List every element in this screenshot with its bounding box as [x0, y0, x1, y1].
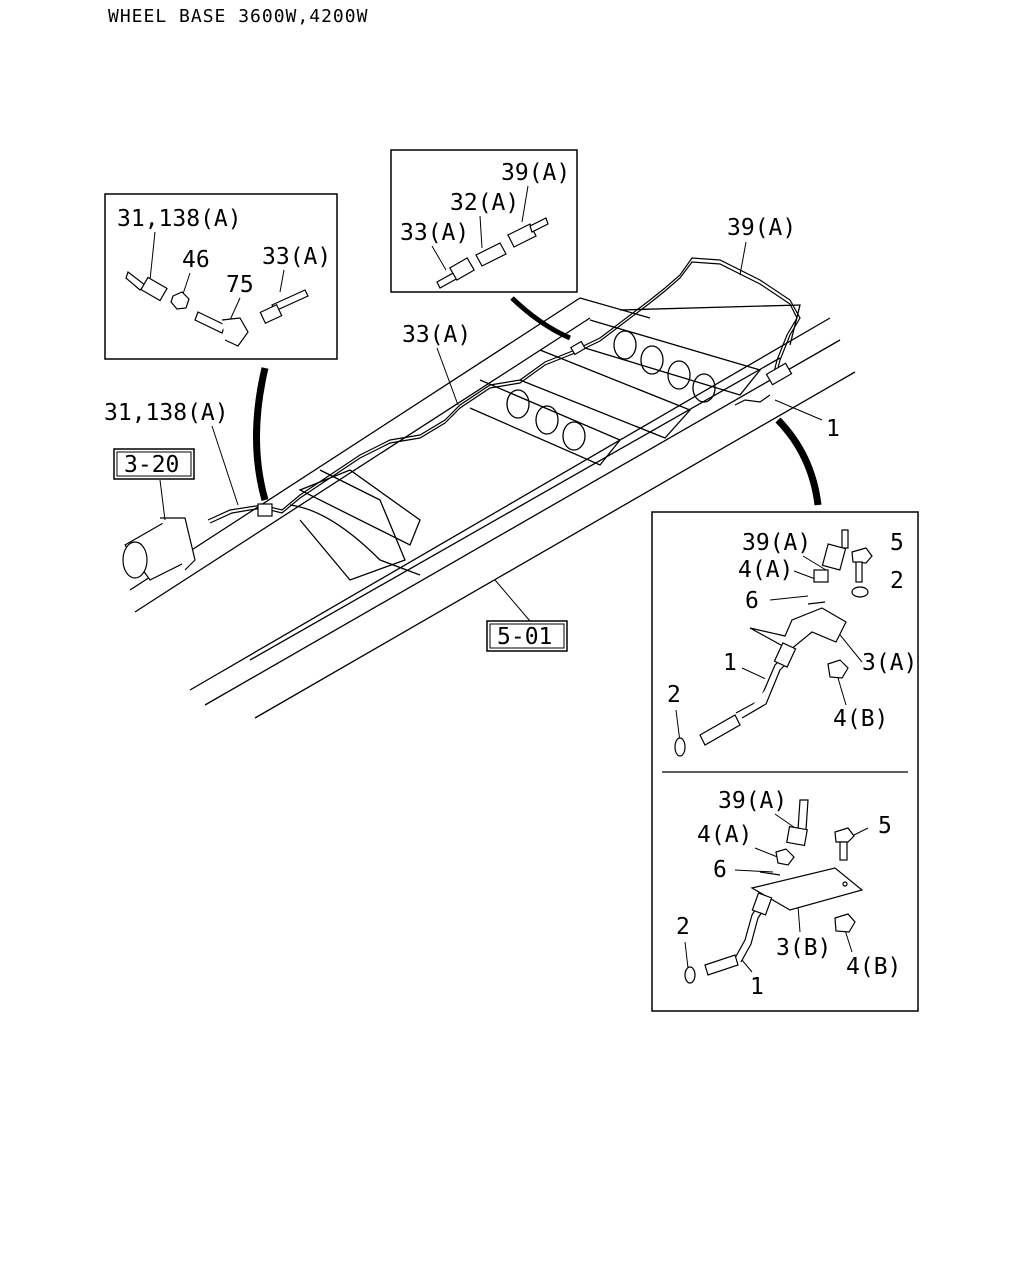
ref-3-20-label: 3-20: [124, 452, 179, 478]
brake-pipe-main: [207, 257, 801, 524]
ref-box-3-20[interactable]: 3-20: [113, 448, 195, 480]
inset-right-lower-label-3b: 3(B): [776, 935, 831, 961]
chassis-frame: [129, 297, 856, 719]
brake-booster: [122, 479, 196, 581]
inset-right-lower-label-4a: 4(A): [697, 822, 752, 848]
inset-right-lower-label-6: 6: [713, 857, 727, 883]
inset-top-label-32a: 32(A): [450, 190, 519, 216]
inset-left-label-75: 75: [226, 272, 254, 298]
callout-arc-left: [253, 367, 269, 501]
inset-right-upper-label-6: 6: [745, 588, 759, 614]
callout-arc-top: [510, 296, 571, 341]
callout-arc-right: [775, 417, 822, 506]
inset-right: 39(A) 5 4(A) 2 6 3(A) 1 2 4(B) 39(A) 5: [651, 511, 919, 1012]
inset-right-lower-label-4b: 4(B): [846, 954, 901, 980]
inset-right-upper-label-3a: 3(A): [862, 650, 917, 676]
inset-left-label-46: 46: [182, 247, 210, 273]
label-1-main: 1: [826, 416, 840, 442]
label-31-138a-main: 31,138(A): [104, 400, 229, 426]
inset-right-upper-label-39a: 39(A): [742, 530, 811, 556]
diagram-title: WHEEL BASE 3600W,4200W: [108, 6, 368, 27]
inset-right-upper-label-1: 1: [723, 650, 737, 676]
inset-left-label-33a: 33(A): [262, 244, 331, 270]
ref-5-01-label: 5-01: [497, 624, 552, 650]
label-39a-main: 39(A): [727, 215, 796, 241]
inset-left: 31,138(A) 46 33(A) 75: [104, 193, 338, 360]
inset-top-label-33a: 33(A): [400, 220, 469, 246]
inset-right-lower-label-39a: 39(A): [718, 788, 787, 814]
inset-top: 39(A) 32(A) 33(A): [390, 149, 578, 293]
inset-right-upper-label-2b: 2: [667, 682, 681, 708]
label-33a-main: 33(A): [402, 322, 471, 348]
inset-right-lower-label-2: 2: [676, 914, 690, 940]
inset-left-label-31-138a: 31,138(A): [117, 206, 242, 232]
inset-right-upper-label-4a: 4(A): [738, 557, 793, 583]
inset-right-upper-label-2a: 2: [890, 568, 904, 594]
inset-right-upper-label-5: 5: [890, 530, 904, 556]
inset-right-upper-label-4b: 4(B): [833, 706, 888, 732]
inset-right-lower-label-1: 1: [750, 974, 764, 1000]
inset-top-label-39a: 39(A): [501, 160, 570, 186]
inset-right-lower-label-5: 5: [878, 813, 892, 839]
ref-box-5-01[interactable]: 5-01: [486, 620, 568, 652]
